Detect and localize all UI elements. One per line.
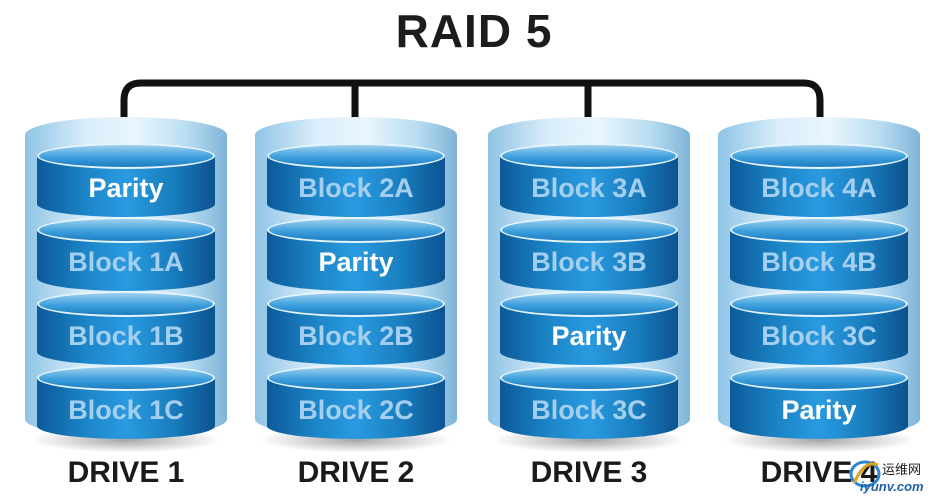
block-label: Block 1A bbox=[68, 247, 184, 277]
disk-segment: Block 1A bbox=[37, 217, 215, 291]
disk-segment: Parity bbox=[267, 217, 445, 291]
block-label: Block 1C bbox=[68, 395, 184, 425]
block-label: Block 3B bbox=[531, 247, 647, 277]
block-label: Block 1B bbox=[68, 321, 184, 351]
drive-label-2: DRIVE 2 bbox=[297, 456, 415, 489]
drive-4: Block 4A Block 4B Block 3C Parity bbox=[718, 117, 920, 453]
block-label: Parity bbox=[318, 247, 394, 277]
block-label: Block 2C bbox=[298, 395, 414, 425]
drive-1: Parity Block 1A Block 1B Block 1C bbox=[25, 117, 227, 453]
block-label: Block 3A bbox=[531, 173, 647, 203]
diagram-title: RAID 5 bbox=[395, 5, 553, 57]
disk-segment: Block 4A bbox=[730, 143, 908, 217]
disk-segment: Parity bbox=[500, 291, 678, 365]
block-label: Block 4A bbox=[761, 173, 877, 203]
disk-segment: Block 3B bbox=[500, 217, 678, 291]
disk-segment: Block 1B bbox=[37, 291, 215, 365]
block-label: Block 2A bbox=[298, 173, 414, 203]
block-label: Block 3C bbox=[531, 395, 647, 425]
watermark-name: 运维网 bbox=[882, 463, 922, 478]
disk-segment: Block 3C bbox=[730, 291, 908, 365]
block-label: Block 2B bbox=[298, 321, 414, 351]
disk-segment: Block 3C bbox=[500, 365, 678, 439]
disk-segment: Block 2C bbox=[267, 365, 445, 439]
bus-line bbox=[120, 79, 824, 135]
drive-3: Block 3A Block 3B Parity Block 3C bbox=[488, 117, 690, 453]
block-label: Parity bbox=[551, 321, 627, 351]
disk-segment: Block 1C bbox=[37, 365, 215, 439]
disk-segment: Block 3A bbox=[500, 143, 678, 217]
disk-segment: Block 2B bbox=[267, 291, 445, 365]
block-label: Parity bbox=[88, 173, 164, 203]
disk-segment: Block 4B bbox=[730, 217, 908, 291]
site-logo-icon bbox=[849, 460, 881, 488]
drive-2: Block 2A Parity Block 2B Block 2C bbox=[255, 117, 457, 453]
drive-label-1: DRIVE 1 bbox=[67, 456, 185, 489]
drive-label-3: DRIVE 3 bbox=[530, 456, 648, 489]
site-watermark: 运维网 iyunv.com bbox=[848, 455, 946, 499]
disk-segment: Parity bbox=[37, 143, 215, 217]
watermark-url: iyunv.com bbox=[860, 479, 924, 494]
block-label: Block 3C bbox=[761, 321, 877, 351]
block-label: Block 4B bbox=[761, 247, 877, 277]
disk-segment: Block 2A bbox=[267, 143, 445, 217]
disk-segment: Parity bbox=[730, 365, 908, 439]
block-label: Parity bbox=[781, 395, 857, 425]
